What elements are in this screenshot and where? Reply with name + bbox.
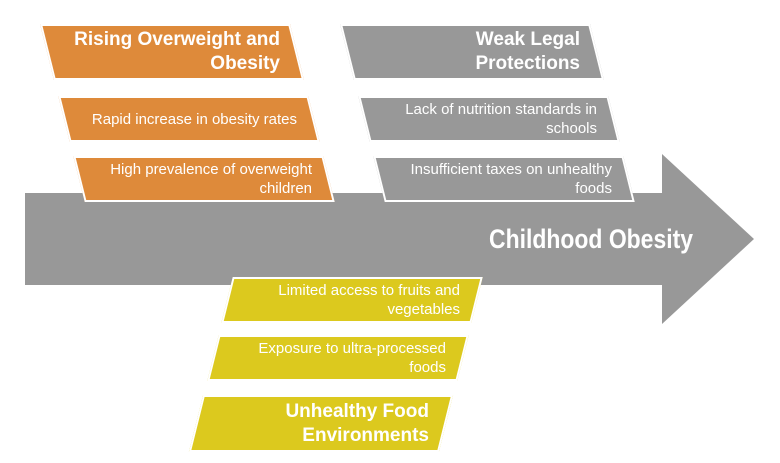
box-label: Rapid increase in obesity rates: [66, 98, 312, 140]
label-line: vegetables: [387, 301, 460, 318]
box-unhealthy-food-environments-header: Unhealthy Food Environments: [188, 395, 454, 452]
label-line: Weak Legal: [475, 29, 580, 50]
label-line: Insufficient taxes on unhealthy: [410, 161, 612, 178]
label-line: Obesity: [210, 53, 280, 74]
box-rising-overweight-obesity-header: Rising Overweight and Obesity: [40, 24, 304, 80]
box-insufficient-taxes-unhealthy-foods: Insufficient taxes on unhealthy foods: [373, 156, 635, 202]
box-weak-legal-protections-header: Weak Legal Protections: [340, 24, 604, 80]
box-rapid-increase-obesity-rates: Rapid increase in obesity rates: [58, 96, 320, 142]
label-line: High prevalence of overweight: [110, 161, 312, 178]
box-exposure-ultra-processed-foods: Exposure to ultra-processed foods: [207, 335, 469, 381]
label-line: children: [259, 180, 312, 197]
box-lack-nutrition-standards-schools: Lack of nutrition standards in schools: [358, 96, 620, 142]
box-label: Exposure to ultra-processed foods: [215, 337, 461, 379]
label-line: foods: [575, 180, 612, 197]
label-line: Environments: [302, 424, 429, 446]
arrow-title: Childhood Obesity: [489, 224, 693, 254]
label-line: Rapid increase in obesity rates: [91, 110, 297, 128]
box-label: Insufficient taxes on unhealthy foods: [381, 158, 627, 200]
label-line: Rising Overweight and: [74, 29, 280, 50]
box-label: High prevalence of overweight children: [81, 158, 327, 200]
box-label: Weak Legal Protections: [349, 26, 595, 78]
box-label: Lack of nutrition standards in schools: [366, 98, 612, 140]
label-line: foods: [409, 359, 446, 376]
label-line: Limited access to fruits and: [278, 282, 460, 299]
box-label: Unhealthy Food Environments: [198, 397, 444, 450]
label-line: Protections: [475, 53, 580, 74]
box-high-prevalence-overweight-children: High prevalence of overweight children: [73, 156, 335, 202]
box-label: Rising Overweight and Obesity: [49, 26, 295, 78]
label-line: Exposure to ultra-processed: [258, 340, 446, 357]
box-label: Limited access to fruits and vegetables: [229, 279, 475, 321]
label-line: Lack of nutrition standards in: [405, 101, 597, 118]
label-line: Unhealthy Food: [285, 400, 429, 422]
label-line: schools: [546, 120, 597, 137]
box-limited-access-fruits-vegetables: Limited access to fruits and vegetables: [221, 277, 483, 323]
